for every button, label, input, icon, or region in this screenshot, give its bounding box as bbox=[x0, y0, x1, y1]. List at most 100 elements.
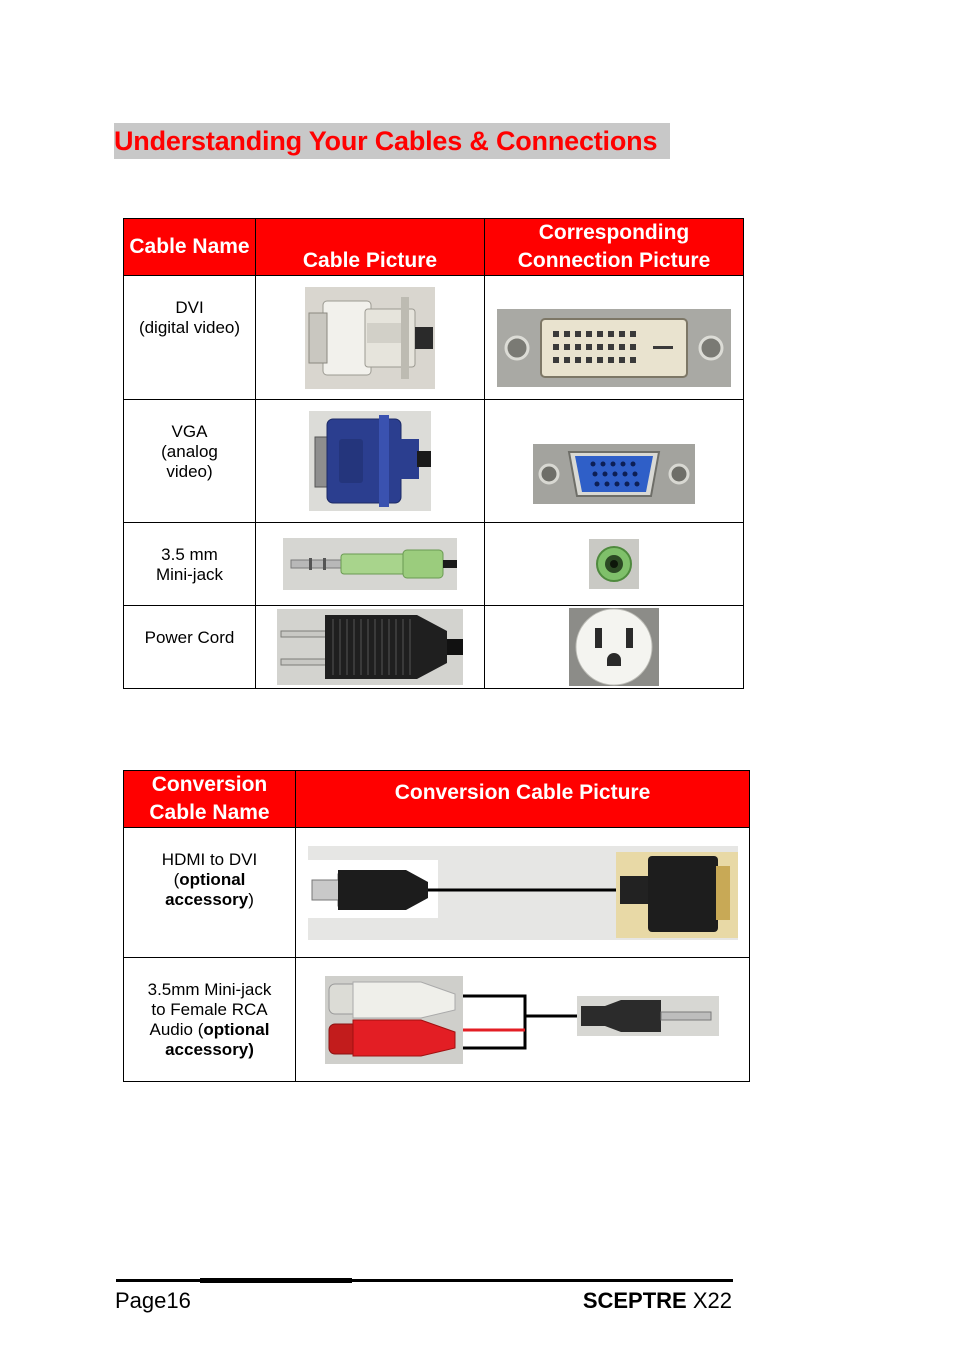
vga-pin bbox=[602, 471, 608, 477]
dvi-pin bbox=[553, 343, 559, 350]
dvi-pin bbox=[608, 356, 614, 363]
dvi-pin bbox=[597, 343, 603, 350]
footer-brand: SCEPTRE X22 bbox=[583, 1288, 732, 1314]
dvi-pin bbox=[630, 330, 636, 337]
vga-pin bbox=[590, 461, 596, 467]
vga-connection-picture-cell bbox=[484, 399, 744, 523]
hdmi-dvi-picture-cell bbox=[295, 827, 750, 958]
vga-pin bbox=[614, 481, 620, 487]
cable-name-power: Power Cord bbox=[123, 605, 256, 689]
conversion-table: Conversion Cable Name Conversion Cable P… bbox=[123, 770, 750, 1082]
text-part: Audio ( bbox=[149, 1020, 204, 1039]
text-part: ) bbox=[248, 890, 254, 909]
minijack-cable-picture-cell bbox=[255, 522, 485, 606]
dvi-pin bbox=[630, 343, 636, 350]
header-line: Cable Name bbox=[149, 801, 270, 824]
dvi-pin bbox=[619, 356, 625, 363]
vga-pin bbox=[592, 471, 598, 477]
text-bold-part: accessory) bbox=[165, 1040, 254, 1059]
cable-name-minijack: 3.5 mm Mini-jack bbox=[123, 522, 256, 606]
minijack-cable-picture bbox=[283, 538, 457, 590]
vga-pin bbox=[624, 481, 630, 487]
dvi-pin bbox=[564, 356, 570, 363]
dvi-pin bbox=[575, 343, 581, 350]
conv-name-line: (optional bbox=[124, 870, 295, 890]
header-conversion-cable-name: Conversion Cable Name bbox=[123, 770, 296, 828]
hdmi-dvi-cable-picture bbox=[307, 845, 738, 940]
cable-name-line: (digital video) bbox=[138, 318, 241, 337]
dvi-pin bbox=[586, 356, 592, 363]
vga-port-picture bbox=[533, 444, 695, 504]
header-conversion-picture-text: Conversion Cable Picture bbox=[394, 781, 651, 804]
conv-name-line: to Female RCA bbox=[151, 1000, 268, 1019]
cable-name-line: Mini-jack bbox=[155, 565, 224, 584]
dvi-pin bbox=[608, 343, 614, 350]
dvi-connection-picture-cell bbox=[484, 275, 744, 400]
power-outlet-picture-cell bbox=[484, 605, 744, 689]
brand-name: SCEPTRE bbox=[582, 1288, 687, 1313]
cable-name-line: DVI bbox=[175, 298, 204, 317]
cable-name-line: VGA bbox=[171, 422, 208, 441]
header-connection-picture: Corresponding Connection Picture bbox=[484, 218, 744, 276]
dvi-pin bbox=[597, 330, 603, 337]
dvi-pin bbox=[564, 330, 570, 337]
dvi-pin bbox=[564, 343, 570, 350]
dvi-pin bbox=[553, 356, 559, 363]
dvi-pin bbox=[630, 356, 636, 363]
dvi-pin bbox=[586, 343, 592, 350]
header-cable-name: Cable Name bbox=[123, 218, 256, 276]
footer-rule bbox=[116, 1279, 733, 1282]
page-number: Page16 bbox=[115, 1288, 191, 1313]
page-title: Understanding Your Cables & Connections bbox=[114, 123, 670, 159]
dvi-pin bbox=[553, 330, 559, 337]
dvi-pin bbox=[597, 356, 603, 363]
conversion-name-minijack-rca: 3.5mm Mini-jack to Female RCA Audio (opt… bbox=[123, 957, 296, 1082]
cable-name-line: (analog bbox=[161, 442, 218, 461]
conv-name-line: 3.5mm Mini-jack bbox=[147, 980, 272, 999]
vga-cable-picture bbox=[309, 411, 431, 511]
minijack-port-picture-cell bbox=[484, 522, 744, 606]
vga-pin bbox=[594, 481, 600, 487]
header-cable-picture: Cable Picture bbox=[255, 218, 485, 276]
header-conversion-cable-picture: Conversion Cable Picture bbox=[295, 770, 750, 828]
minijack-rca-cable-picture bbox=[324, 975, 721, 1064]
header-line: Conversion bbox=[151, 773, 268, 796]
dvi-pin bbox=[575, 356, 581, 363]
cable-name-dvi: DVI (digital video) bbox=[123, 275, 256, 400]
dvi-pin bbox=[619, 330, 625, 337]
conv-name-line: HDMI to DVI bbox=[161, 850, 258, 869]
vga-pin bbox=[630, 461, 636, 467]
conv-name-line: accessory) bbox=[124, 890, 295, 910]
text-bold-part: optional bbox=[179, 870, 246, 889]
dvi-pin bbox=[619, 343, 625, 350]
text-bold-part: accessory bbox=[165, 890, 249, 909]
vga-pin bbox=[632, 471, 638, 477]
vga-pin bbox=[622, 471, 628, 477]
cable-name-vga: VGA (analog video) bbox=[123, 399, 256, 523]
minijack-port-picture bbox=[589, 539, 639, 589]
header-connection-picture-text: Corresponding Connection Picture bbox=[517, 221, 711, 272]
dvi-cable-picture-cell bbox=[255, 275, 485, 400]
dvi-port-picture bbox=[497, 308, 731, 387]
power-cord-picture bbox=[277, 609, 463, 685]
cable-name-line: video) bbox=[166, 462, 213, 481]
header-cable-picture-text: Cable Picture bbox=[302, 249, 438, 272]
minijack-rca-picture-cell bbox=[295, 957, 750, 1082]
dvi-cable-picture bbox=[305, 286, 435, 389]
vga-pin bbox=[612, 471, 618, 477]
cable-name-line: 3.5 mm bbox=[161, 545, 218, 564]
footer-rule-accent bbox=[200, 1278, 352, 1283]
dvi-pin bbox=[575, 330, 581, 337]
cable-table: Cable Name Cable Picture Corresponding C… bbox=[123, 218, 744, 689]
power-outlet-picture bbox=[569, 608, 659, 686]
vga-pin bbox=[610, 461, 616, 467]
model-name: X22 bbox=[686, 1288, 732, 1313]
vga-pin bbox=[600, 461, 606, 467]
power-cord-picture-cell bbox=[255, 605, 485, 689]
cable-name-line: Power Cord bbox=[144, 628, 235, 647]
conv-name-line: accessory) bbox=[124, 1040, 295, 1060]
dvi-pin bbox=[586, 330, 592, 337]
dvi-pin bbox=[608, 330, 614, 337]
conversion-name-hdmi-dvi: HDMI to DVI (optional accessory) bbox=[123, 827, 296, 958]
header-cable-name-text: Cable Name bbox=[129, 235, 250, 258]
